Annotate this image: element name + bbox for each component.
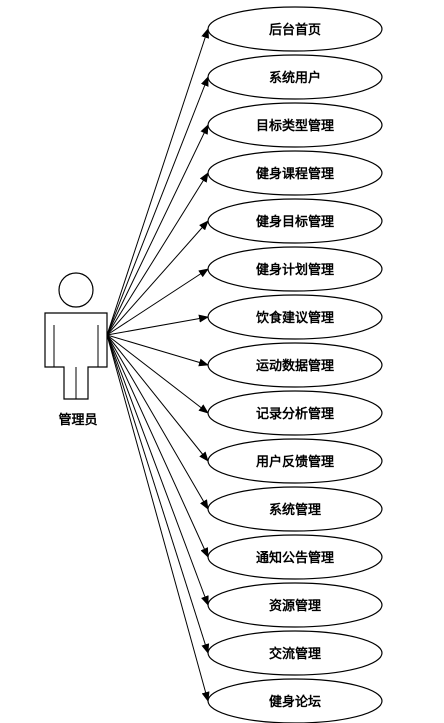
association-line xyxy=(106,268,209,336)
use-case-label: 饮食建议管理 xyxy=(255,310,334,326)
use-case[interactable]: 通知公告管理 xyxy=(207,534,383,580)
use-case-ellipse xyxy=(207,678,383,723)
use-case-label: 资源管理 xyxy=(269,598,321,614)
use-case-label: 系统管理 xyxy=(269,502,321,518)
use-case-ellipse xyxy=(207,198,383,244)
association-line xyxy=(106,314,209,336)
use-case-ellipse xyxy=(207,6,383,52)
use-case-ellipse xyxy=(207,390,383,436)
use-case[interactable]: 系统管理 xyxy=(207,486,383,532)
use-case-ellipse xyxy=(207,486,383,532)
use-case-label: 系统用户 xyxy=(269,70,321,86)
use-case-label: 记录分析管理 xyxy=(256,406,334,422)
use-case-label: 健身论坛 xyxy=(269,694,321,710)
use-case-ellipse xyxy=(207,54,383,100)
association-line xyxy=(106,172,209,336)
use-case[interactable]: 记录分析管理 xyxy=(207,390,383,436)
use-case-label: 健身目标管理 xyxy=(256,214,334,230)
use-case-ellipse xyxy=(207,438,383,484)
use-case-ellipse xyxy=(207,150,383,196)
association-line xyxy=(106,334,209,558)
use-case[interactable]: 健身计划管理 xyxy=(207,246,383,292)
actor-body xyxy=(44,312,108,400)
association-line xyxy=(106,124,209,336)
use-case-ellipse xyxy=(207,102,383,148)
use-case-ellipse xyxy=(207,246,383,292)
association-lines xyxy=(106,28,210,702)
use-case-label: 运动数据管理 xyxy=(256,358,334,374)
use-case[interactable]: 资源管理 xyxy=(207,582,383,628)
use-case[interactable]: 饮食建议管理 xyxy=(207,294,383,340)
actor-label: 管理员 xyxy=(58,412,97,428)
association-line xyxy=(106,334,210,702)
association-line xyxy=(106,334,209,510)
use-case-label: 后台首页 xyxy=(269,22,321,38)
use-case-list: 后台首页系统用户目标类型管理健身课程管理健身目标管理健身计划管理饮食建议管理运动… xyxy=(207,6,383,723)
use-case[interactable]: 运动数据管理 xyxy=(207,342,383,388)
association-line xyxy=(106,334,209,414)
association-line xyxy=(106,220,209,336)
use-case[interactable]: 目标类型管理 xyxy=(207,102,383,148)
use-case-ellipse xyxy=(207,342,383,388)
association-line xyxy=(106,334,210,654)
association-line xyxy=(106,334,209,462)
use-case[interactable]: 用户反馈管理 xyxy=(207,438,383,484)
use-case-label: 健身课程管理 xyxy=(256,166,334,182)
use-case[interactable]: 系统用户 xyxy=(207,54,383,100)
use-case-ellipse xyxy=(207,582,383,628)
use-case-ellipse xyxy=(207,630,383,676)
use-case[interactable]: 健身论坛 xyxy=(207,678,383,723)
actor-head xyxy=(58,272,94,308)
association-line xyxy=(106,28,209,336)
use-case-label: 交流管理 xyxy=(269,646,321,662)
association-line xyxy=(106,76,209,336)
use-case[interactable]: 后台首页 xyxy=(207,6,383,52)
use-case-label: 通知公告管理 xyxy=(256,550,334,566)
use-case-label: 目标类型管理 xyxy=(256,118,334,134)
use-case-label: 用户反馈管理 xyxy=(255,454,334,470)
use-case-label: 健身计划管理 xyxy=(256,262,334,278)
use-case-ellipse xyxy=(207,534,383,580)
use-case[interactable]: 交流管理 xyxy=(207,630,383,676)
use-case[interactable]: 健身目标管理 xyxy=(207,198,383,244)
actor-administrator[interactable]: 管理员 xyxy=(44,272,108,428)
use-case-ellipse xyxy=(207,294,383,340)
use-case[interactable]: 健身课程管理 xyxy=(207,150,383,196)
association-line xyxy=(106,334,209,367)
association-line xyxy=(106,334,209,606)
